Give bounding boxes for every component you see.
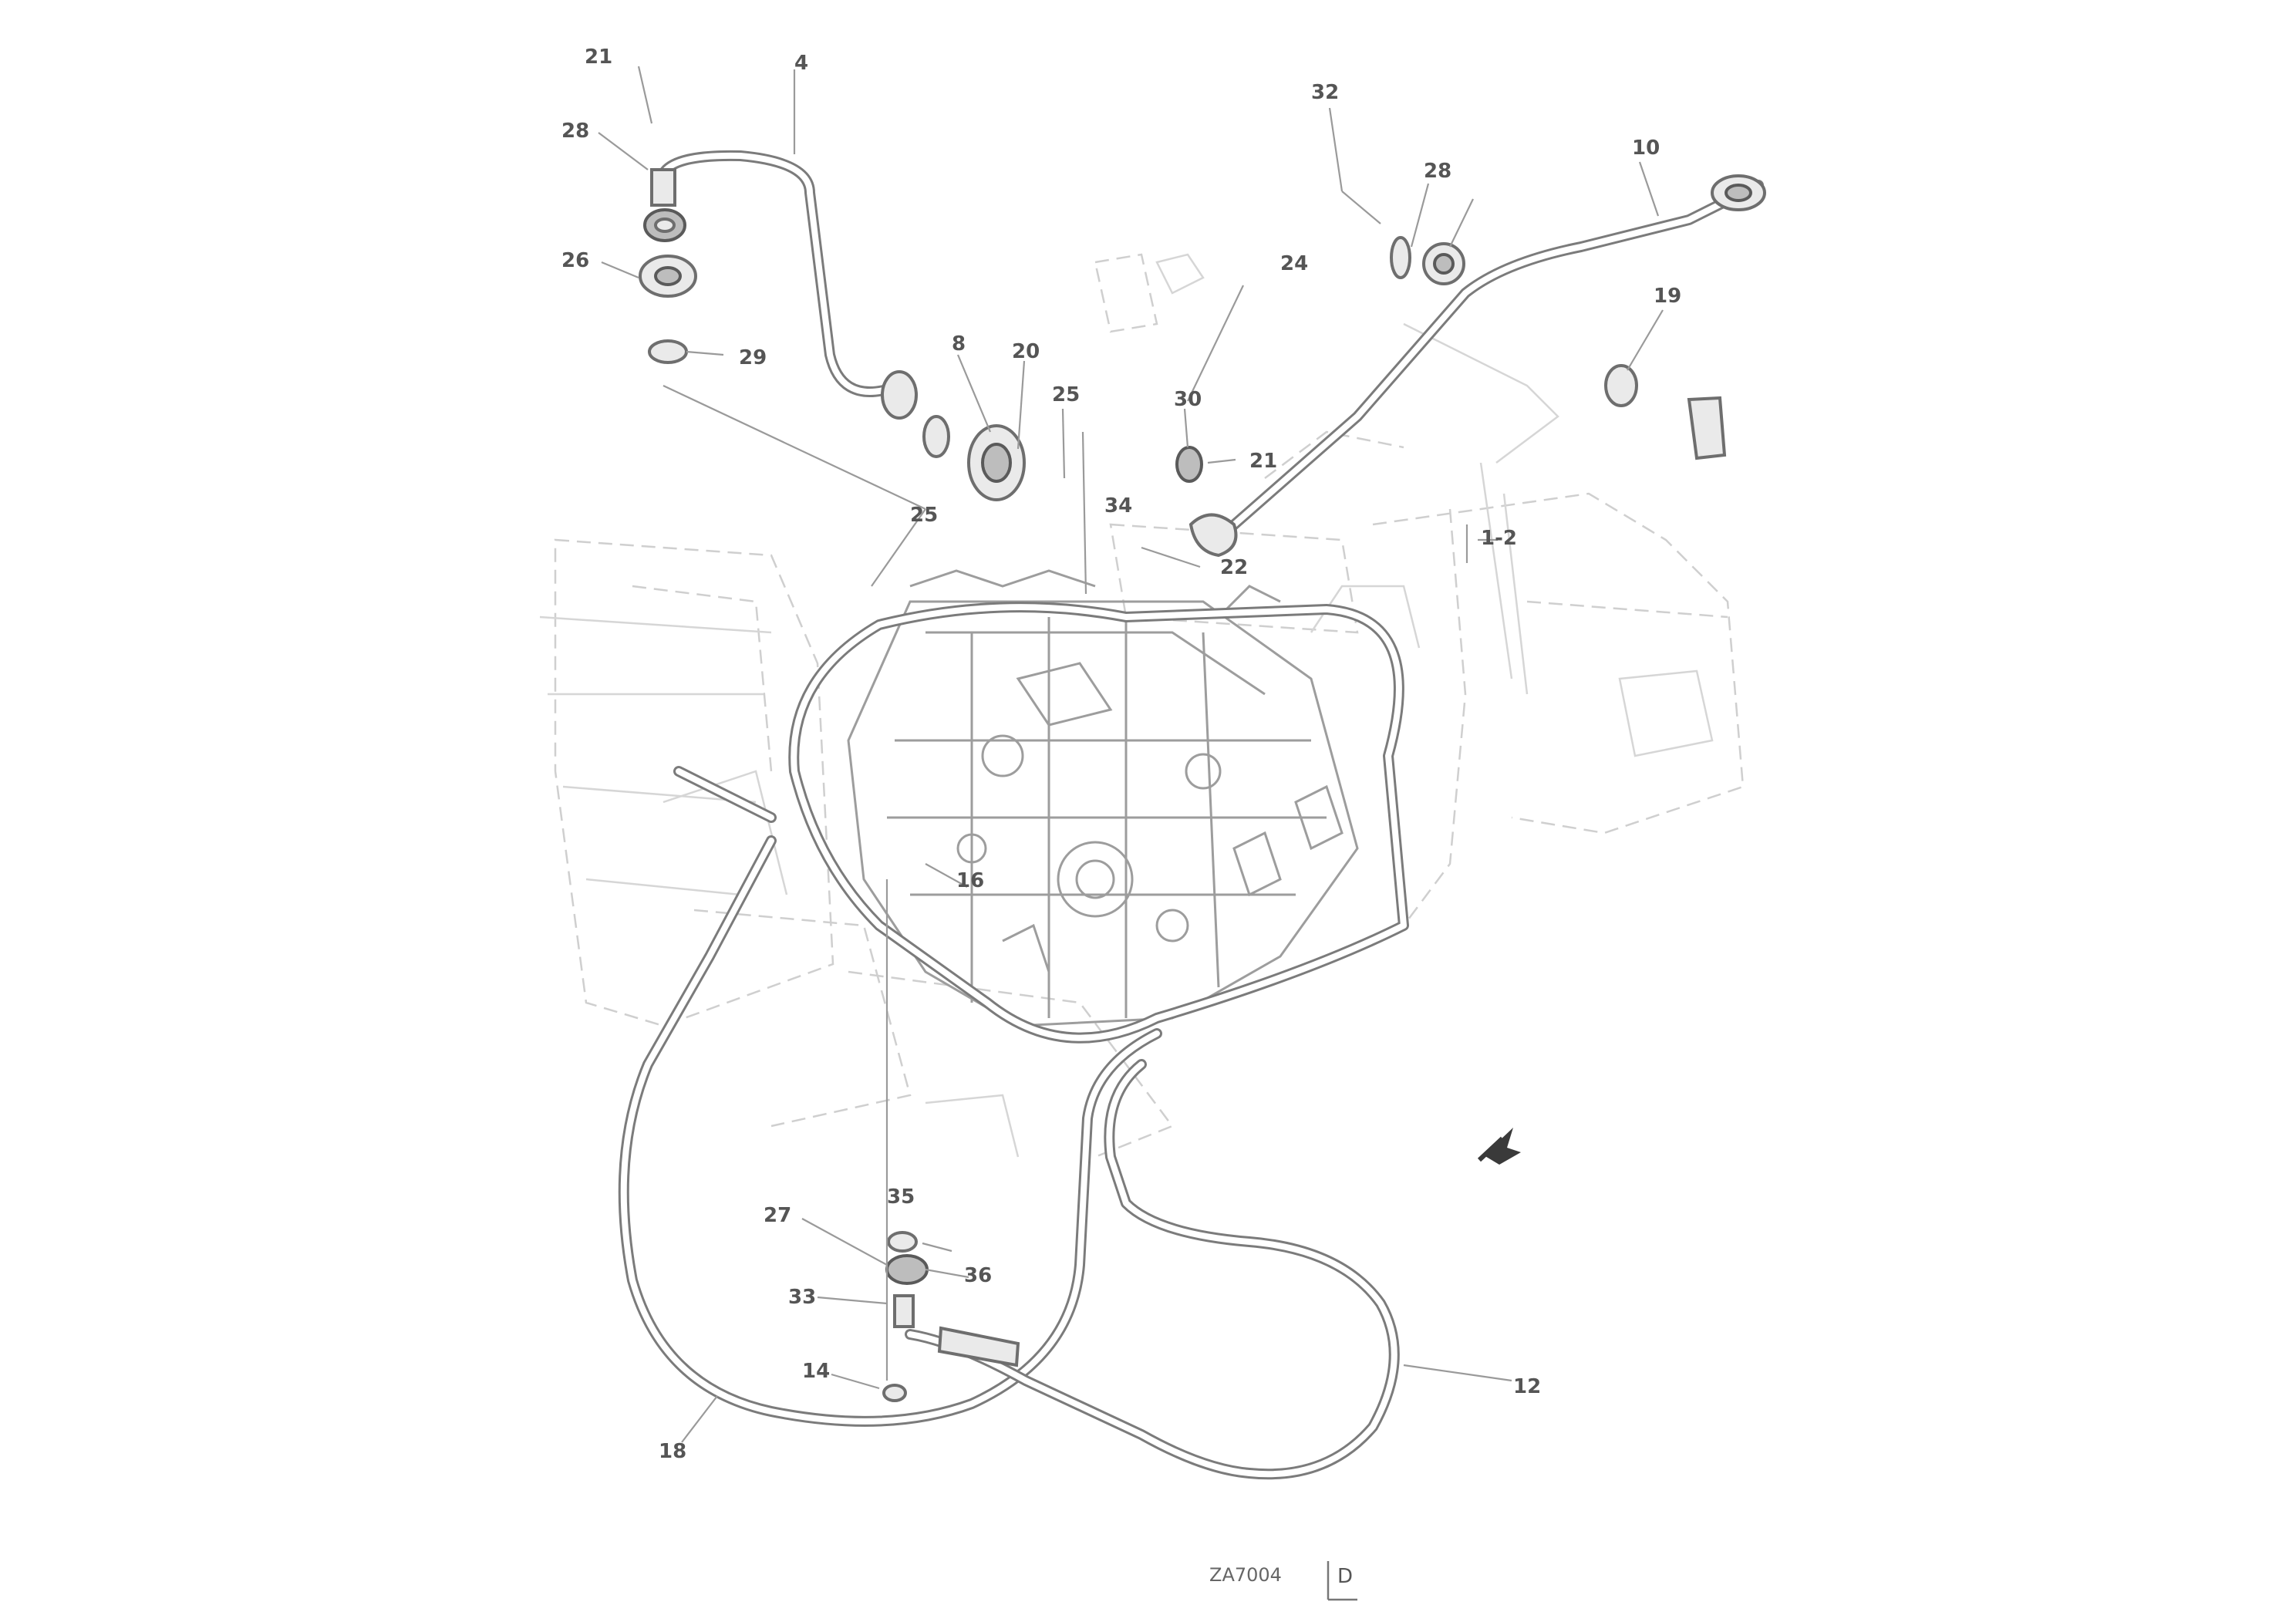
callout-24-top: 24 bbox=[1280, 252, 1308, 275]
elbow-fitting bbox=[881, 370, 918, 420]
callout-25-upper: 25 bbox=[1052, 383, 1080, 406]
callout-28-right: 28 bbox=[1424, 160, 1451, 183]
fittings bbox=[639, 168, 1766, 1402]
o-ring-8 bbox=[922, 415, 950, 458]
hose-loop-main bbox=[788, 602, 1409, 1044]
callout-28-left: 28 bbox=[561, 120, 589, 143]
drawing-reference: ZA7004 D bbox=[1209, 1561, 1357, 1601]
callout-21-top: 21 bbox=[585, 46, 612, 69]
hose-10 bbox=[1213, 180, 1764, 544]
callout-30: 30 bbox=[1174, 388, 1202, 411]
fitting-33 bbox=[893, 1294, 915, 1328]
control-valve-block bbox=[847, 569, 1359, 1027]
callout-33: 33 bbox=[788, 1286, 816, 1309]
callout-22: 22 bbox=[1220, 556, 1248, 579]
callout-25-lower: 25 bbox=[910, 504, 938, 527]
bracket-19 bbox=[1687, 396, 1727, 460]
callout-labels: 21 4 28 26 29 8 20 25 34 25 30 22 24 10 … bbox=[561, 46, 1681, 1463]
callout-21-right: 21 bbox=[1249, 450, 1277, 473]
callout-16: 16 bbox=[956, 869, 984, 892]
valve-stack bbox=[937, 1326, 1020, 1367]
direction-arrow-icon bbox=[1484, 1128, 1521, 1165]
background-machinery-outline bbox=[539, 253, 1745, 1158]
hose-4 bbox=[659, 150, 892, 397]
fitting-30 bbox=[1175, 446, 1203, 483]
sheet-mark: D bbox=[1337, 1565, 1353, 1588]
o-ring-29 bbox=[648, 339, 688, 364]
clamp-19 bbox=[1604, 364, 1638, 407]
callout-12: 12 bbox=[1513, 1375, 1541, 1398]
callout-14: 14 bbox=[802, 1360, 830, 1383]
fitting-27 bbox=[885, 1254, 929, 1285]
callout-34: 34 bbox=[1104, 494, 1132, 518]
callout-35: 35 bbox=[887, 1185, 915, 1209]
leader-lines bbox=[598, 66, 1664, 1443]
callout-20: 20 bbox=[1012, 340, 1040, 363]
callout-1-2: 1-2 bbox=[1481, 527, 1517, 550]
drawing-code: ZA7004 bbox=[1209, 1564, 1282, 1586]
callout-27: 27 bbox=[764, 1204, 791, 1227]
fitting-14 bbox=[882, 1384, 907, 1402]
callout-18: 18 bbox=[659, 1440, 686, 1463]
callout-4: 4 bbox=[794, 52, 808, 75]
hoses bbox=[618, 150, 1764, 1480]
callout-10: 10 bbox=[1632, 137, 1660, 160]
callout-19: 19 bbox=[1654, 285, 1681, 308]
fitting-35 bbox=[887, 1231, 918, 1253]
clamp-22 bbox=[1390, 236, 1411, 279]
callout-29: 29 bbox=[739, 346, 767, 369]
callout-8: 8 bbox=[952, 332, 966, 356]
fitting-32 bbox=[1188, 513, 1238, 558]
callout-26: 26 bbox=[561, 249, 589, 272]
callout-36: 36 bbox=[964, 1264, 992, 1287]
callout-32: 32 bbox=[1311, 81, 1339, 104]
